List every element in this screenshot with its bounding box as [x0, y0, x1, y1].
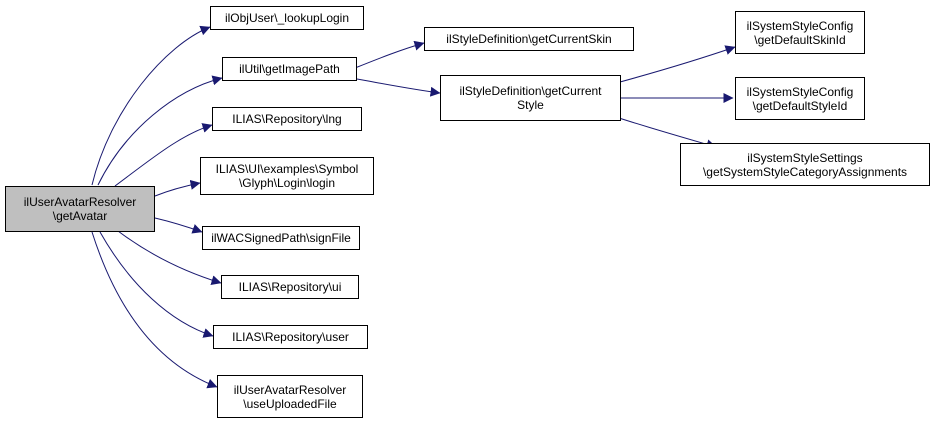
- edge-root-imgpath: [97, 75, 223, 186]
- node-label-line2: \getSystemStyleCategoryAssignments: [702, 164, 908, 179]
- node-sign-file[interactable]: ilWACSignedPath\signFile: [202, 226, 360, 250]
- node-label-line1: ILIAS\UI\examples\Symbol: [215, 162, 359, 176]
- node-label-line1: ilSystemStyleConfig: [746, 18, 854, 33]
- edge-style-defskin: [619, 45, 736, 83]
- node-getavatar: ilUserAvatarResolver\getAvatar: [5, 186, 155, 232]
- node-label-line2: \getAvatar: [52, 209, 108, 223]
- node-get-default-style-id[interactable]: ilSystemStyleConfig\getDefaultStyleId: [735, 77, 865, 120]
- node-repository-lng[interactable]: ILIAS\Repository\lng: [212, 107, 362, 131]
- node-label-line2: Style: [517, 98, 544, 112]
- node-repository-user[interactable]: ILIAS\Repository\user: [213, 325, 368, 349]
- node-label-line1: ilUserAvatarResolver: [233, 382, 347, 397]
- node-label: ilUtil\getImagePath: [239, 62, 340, 76]
- edge-root-lookup: [91, 25, 211, 186]
- node-lookup-login[interactable]: ilObjUser\_lookupLogin: [210, 6, 364, 30]
- edge-root-ui: [117, 230, 222, 286]
- node-label: ilStyleDefinition\getCurrentSkin: [446, 32, 612, 46]
- node-label-line1: ilUserAvatarResolver: [23, 195, 137, 209]
- node-repository-ui[interactable]: ILIAS\Repository\ui: [221, 275, 359, 299]
- node-label: ILIAS\Repository\ui: [238, 280, 342, 294]
- node-label: ILIAS\Repository\user: [232, 330, 349, 344]
- node-label: ilObjUser\_lookupLogin: [224, 11, 350, 25]
- node-symbol-glyph-login[interactable]: ILIAS\UI\examples\Symbol\Glyph\Login\log…: [200, 157, 374, 195]
- node-label: ILIAS\Repository\lng: [232, 112, 342, 126]
- node-label-line2: \getDefaultStyleId: [752, 98, 848, 113]
- node-label-line2: \useUploadedFile: [243, 396, 337, 411]
- node-label-line2: \getDefaultSkinId: [754, 32, 846, 47]
- node-use-uploaded-file[interactable]: ilUserAvatarResolver\useUploadedFile: [217, 375, 363, 418]
- edge-imgpath-skin: [354, 40, 425, 69]
- edge-root-upload: [91, 231, 218, 389]
- node-label-line1: ilStyleDefinition\getCurrent: [459, 84, 602, 98]
- node-label-line1: ilSystemStyleSettings: [747, 150, 863, 165]
- node-label-line1: ilSystemStyleConfig: [746, 84, 854, 99]
- edge-root-user: [99, 231, 214, 338]
- node-label: ilWACSignedPath\signFile: [211, 231, 351, 245]
- edge-root-sign: [154, 217, 203, 234]
- node-category-assignments[interactable]: ilSystemStyleSettings\getSystemStyleCate…: [680, 143, 930, 186]
- node-label-line2: \Glyph\Login\login: [238, 176, 336, 190]
- edge-imgpath-style: [356, 78, 441, 97]
- edge-root-symbol: [154, 179, 201, 197]
- node-get-image-path[interactable]: ilUtil\getImagePath: [222, 57, 357, 81]
- node-get-current-skin[interactable]: ilStyleDefinition\getCurrentSkin: [424, 27, 634, 51]
- edge-root-lng: [114, 123, 213, 187]
- node-get-default-skin-id[interactable]: ilSystemStyleConfig\getDefaultSkinId: [735, 11, 865, 54]
